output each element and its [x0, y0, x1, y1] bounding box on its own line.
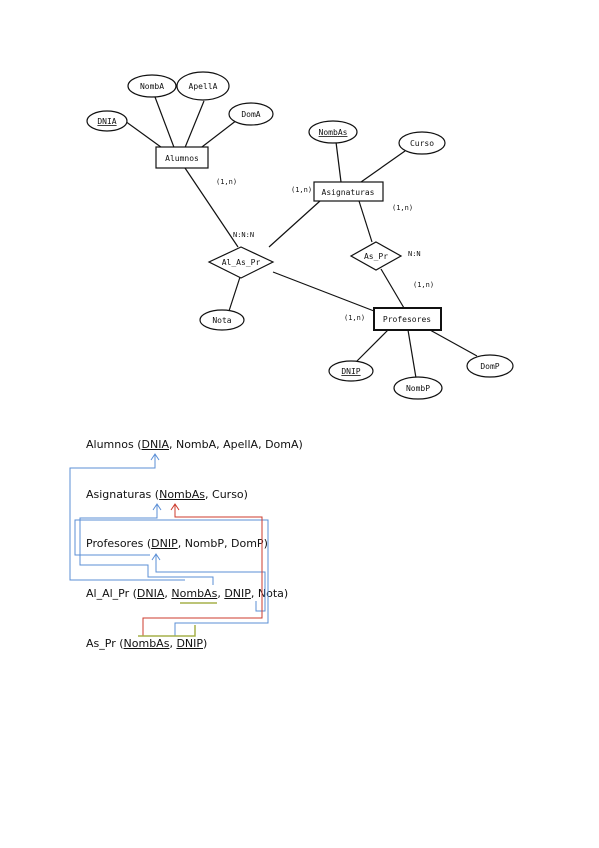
fk-arrow-aspr-dnip [74, 519, 269, 636]
fk-arrow-aspr-nombas-head [170, 503, 180, 511]
entity-asignaturas-label: Asignaturas [322, 188, 375, 197]
relation-name: Profesores [86, 537, 144, 550]
key-field: DNIP [224, 587, 251, 600]
key-field: DNIA [141, 438, 169, 451]
entity-alumnos-box [155, 146, 209, 169]
attr-dnip-label: DNIP [341, 367, 360, 376]
field: ApellA [223, 438, 259, 451]
attr-nombas-label: NombAs [319, 128, 348, 137]
relationship-al-as-pr-shape [207, 246, 275, 279]
fk-arrow-aspr-nombas [142, 505, 263, 636]
link-prof-nombp [407, 329, 417, 379]
link-rel-prof [272, 271, 375, 312]
link-alumnos-doma [197, 119, 238, 151]
card-asignaturas-left: (1,n) [291, 186, 312, 194]
attr-nombas-shape [308, 120, 358, 144]
relation-name: Asignaturas [86, 488, 152, 501]
field: DomA [265, 438, 299, 451]
relation-al-al-pr: Al_Al_Pr (DNIA, NombAs, DNIP, Nota) [86, 587, 289, 600]
card-asignaturas-right: (1,n) [392, 204, 413, 212]
attr-curso-label: Curso [410, 139, 434, 148]
link-asig-rel [268, 200, 321, 248]
er-diagram: Alumnos Asignaturas Profesores Al_As_Pr … [86, 71, 514, 400]
relation-as-pr: As_Pr (NombAs, DNIP) [86, 637, 208, 650]
entity-profesores-label: Profesores [383, 315, 431, 324]
key-field: DNIP [151, 537, 178, 550]
link-asig-aspr [358, 200, 373, 243]
attr-nombp-shape [393, 376, 443, 400]
key-field: DNIA [136, 587, 165, 600]
fk-arrow-dnia-head [150, 453, 160, 461]
card-profesores-left: (1,n) [344, 314, 365, 322]
field: Nota [257, 587, 284, 600]
relation-name: Al_Al_Pr [86, 587, 130, 600]
field: Curso [212, 488, 244, 501]
field: NombP [184, 537, 225, 550]
fk-arrow-al-dnip [155, 555, 266, 612]
card-alumnos: (1,n) [216, 178, 237, 186]
link-alumnos-apella [183, 100, 205, 151]
link-prof-dnip [355, 329, 389, 363]
key-field: NombAs [123, 637, 170, 650]
relationship-al-as-pr-label: Al_As_Pr [222, 258, 261, 267]
relation-name: As_Pr [86, 637, 116, 650]
link-rel-nota [228, 273, 242, 312]
attr-doma-shape [228, 102, 274, 126]
attr-dnip-shape [328, 360, 374, 382]
relation-profesores: Profesores (DNIP, NombP, DomP) [86, 537, 268, 550]
fk-arrow-al-nombas [79, 505, 214, 585]
attr-domp-shape [466, 354, 514, 378]
highlight-aspr [138, 625, 196, 637]
key-field: NombAs [159, 488, 206, 501]
attr-doma-label: DomA [241, 110, 260, 119]
fk-arrow-al-nombas-head [152, 503, 162, 511]
link-alumnos-dnia [124, 120, 166, 151]
relation-alumnos: Alumnos (DNIA, NombA, ApellA, DomA) [86, 438, 303, 451]
attr-nombp-label: NombP [406, 384, 430, 393]
attr-domp-label: DomP [480, 362, 499, 371]
entity-alumnos-label: Alumnos [165, 154, 199, 163]
card-as-pr-type: N:N [408, 250, 421, 258]
link-alumnos-rel [184, 167, 239, 248]
attr-nomba-shape [127, 74, 177, 98]
attr-nota-shape [199, 309, 245, 331]
attr-nota-label: Nota [212, 316, 231, 325]
attr-nomba-label: NombA [140, 82, 164, 91]
link-asig-curso [360, 150, 406, 183]
card-profesores-top: (1,n) [413, 281, 434, 289]
fk-arrow-dnia [69, 455, 185, 581]
entity-asignaturas-box [313, 181, 384, 202]
attr-apella-shape [176, 71, 230, 101]
card-al-as-pr-type: N:N:N [233, 231, 254, 239]
field: DomP [231, 537, 264, 550]
link-asig-nombas [335, 141, 342, 183]
relation-name: Alumnos [86, 438, 134, 451]
entity-profesores-box [373, 307, 442, 331]
key-field: NombAs [171, 587, 218, 600]
relationship-as-pr-shape [349, 241, 403, 271]
fk-arrow-al-dnip-head [151, 553, 161, 561]
link-alumnos-nomba [154, 96, 176, 151]
attr-dnia-label: DNIA [97, 117, 116, 126]
attr-dnia-shape [86, 110, 128, 132]
relation-asignaturas: Asignaturas (NombAs, Curso) [86, 488, 248, 501]
attr-curso-shape [398, 131, 446, 155]
field: NombA [175, 438, 217, 451]
key-field: DNIP [176, 637, 204, 650]
relationship-as-pr-label: As_Pr [364, 252, 388, 261]
link-prof-domp [429, 329, 478, 357]
link-aspr-prof [380, 268, 405, 309]
attr-apella-label: ApellA [189, 82, 218, 91]
